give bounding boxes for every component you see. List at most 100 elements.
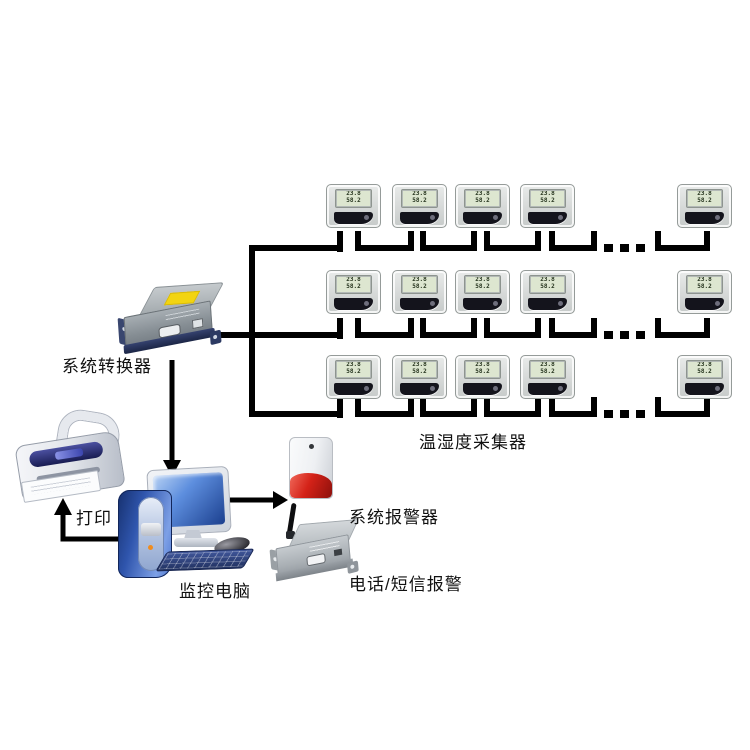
arrowhead-up-icon [54,498,72,515]
converter-flange [209,329,222,346]
sensor-lcd-screen: 23.8 58.2 [688,191,721,206]
gsm-side-port [333,548,343,557]
sensor-detector-band [685,383,724,395]
sensor-lcd-line2: 58.2 [346,282,361,290]
temp-humidity-sensor: 23.8 58.2 [520,270,575,314]
sensor-lcd-line1: 23.8 [540,362,555,368]
sensor-lcd-line1: 23.8 [697,277,712,283]
printer-control-strip [28,440,104,469]
sensor-lcd-line2: 58.2 [412,282,427,290]
pc-monitor-neck [184,530,202,539]
sensor-lcd-line1: 23.8 [412,362,427,368]
sensor-lcd: 23.8 58.2 [686,189,723,208]
sensor-lcd-line2: 58.2 [540,282,555,290]
sensor-lcd-line2: 58.2 [540,196,555,204]
sensor-lcd-line2: 58.2 [346,196,361,204]
sensor-lcd-line2: 58.2 [346,367,361,375]
sensor-lcd: 23.8 58.2 [401,275,438,294]
sensor-detector-band [528,212,567,224]
temp-humidity-sensor: 23.8 58.2 [520,355,575,399]
sensor-lcd-screen: 23.8 58.2 [531,191,564,206]
sensor-lcd-line2: 58.2 [475,367,490,375]
sensor-lcd-line1: 23.8 [412,277,427,283]
sensor-lcd-screen: 23.8 58.2 [337,362,370,377]
label-system-alarm: 系统报警器 [349,508,439,527]
converter-side-port [191,318,204,330]
sensor-lcd-screen: 23.8 58.2 [531,362,564,377]
sensor-lcd: 23.8 58.2 [686,275,723,294]
sensor-lcd-line2: 58.2 [475,196,490,204]
label-phone-sms-alarm: 电话/短信报警 [349,575,463,594]
sensor-lcd-screen: 23.8 58.2 [337,277,370,292]
sensor-lcd: 23.8 58.2 [529,189,566,208]
sensor-detector-band [463,298,502,310]
sensor-lcd: 23.8 58.2 [464,189,501,208]
sensor-detector-band [685,212,724,224]
temp-humidity-sensor: 23.8 58.2 [392,270,447,314]
sensor-lcd-screen: 23.8 58.2 [531,277,564,292]
sensor-lcd-line2: 58.2 [697,367,712,375]
siren-red-lens [290,473,332,498]
sensor-lcd-screen: 23.8 58.2 [466,362,499,377]
sensor-lcd: 23.8 58.2 [464,275,501,294]
sensor-detector-band [528,298,567,310]
arrowhead-right-icon [273,491,288,509]
sensor-lcd-line1: 23.8 [540,277,555,283]
sensor-detector-band [334,212,373,224]
label-monitoring-computer: 监控电脑 [179,582,251,601]
temp-humidity-sensor: 23.8 58.2 [392,184,447,228]
gsm-box [269,518,360,587]
sensor-detector-band [528,383,567,395]
antenna-base [286,531,295,539]
temp-humidity-sensor: 23.8 58.2 [520,184,575,228]
sensor-lcd-line2: 58.2 [540,367,555,375]
label-system-converter: 系统转换器 [62,357,152,376]
pc-tower-panel [138,497,164,571]
sensor-lcd: 23.8 58.2 [686,360,723,379]
sensor-lcd: 23.8 58.2 [401,189,438,208]
sensor-lcd-line1: 23.8 [346,191,361,197]
pc-keyboard [155,548,255,572]
label-temp-humidity-collector: 温湿度采集器 [419,433,527,452]
label-print: 打印 [76,509,112,528]
sensor-lcd: 23.8 58.2 [335,189,372,208]
sensor-lcd-line2: 58.2 [412,196,427,204]
sensor-detector-band [463,212,502,224]
sensor-lcd-screen: 23.8 58.2 [466,277,499,292]
system-converter-device [117,282,225,362]
sensor-lcd: 23.8 58.2 [529,275,566,294]
sensor-lcd-line2: 58.2 [475,282,490,290]
sensor-detector-band [400,298,439,310]
sensor-lcd-line1: 23.8 [346,277,361,283]
sensor-detector-band [685,298,724,310]
sensor-lcd-line2: 58.2 [412,367,427,375]
sensor-lcd-line1: 23.8 [540,191,555,197]
pc-monitor-base [174,538,218,547]
row1-bus-chain [340,231,707,252]
sensor-lcd: 23.8 58.2 [464,360,501,379]
sensor-lcd-line1: 23.8 [475,277,490,283]
sensor-lcd-line2: 58.2 [697,282,712,290]
sensor-detector-band [400,212,439,224]
sensor-detector-band [334,383,373,395]
sensor-lcd: 23.8 58.2 [529,360,566,379]
temp-humidity-sensor: 23.8 58.2 [326,270,381,314]
sensor-lcd-screen: 23.8 58.2 [688,277,721,292]
sensor-lcd-screen: 23.8 58.2 [403,277,436,292]
temp-humidity-sensor: 23.8 58.2 [677,270,732,314]
temp-humidity-sensor: 23.8 58.2 [455,355,510,399]
sensor-lcd-line1: 23.8 [697,362,712,368]
main-bus-line [249,245,343,417]
row3-bus-chain [340,397,707,418]
system-alarm-device [289,437,333,499]
phone-sms-alarm-device [269,502,360,587]
printer-device [14,407,128,512]
sensor-lcd-screen: 23.8 58.2 [403,362,436,377]
monitoring-computer-device [116,464,258,578]
siren-indicator-dot [309,444,314,449]
sensor-lcd-line2: 58.2 [697,196,712,204]
row2-bus-chain [340,318,707,339]
arrow-pc-to-printer [60,514,125,542]
temp-humidity-sensor: 23.8 58.2 [326,184,381,228]
